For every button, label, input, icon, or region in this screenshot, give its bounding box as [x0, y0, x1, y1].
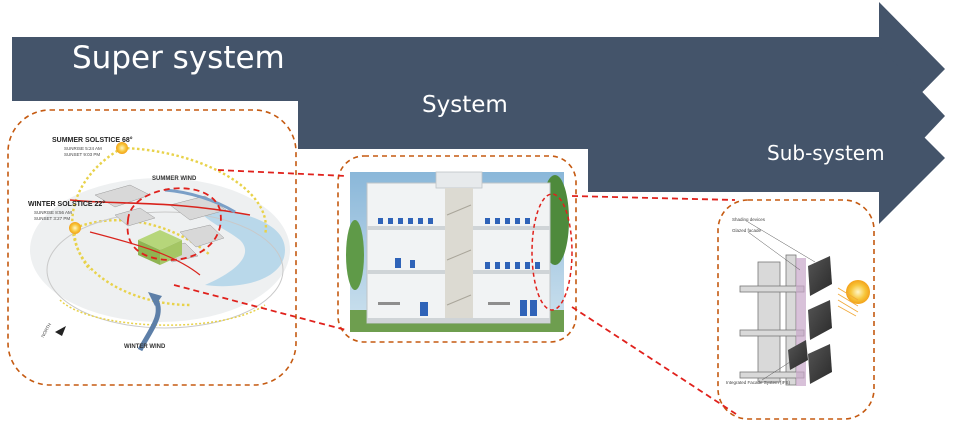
north-arrow-icon [55, 326, 66, 336]
summer-wind-label: SUMMER WIND [152, 176, 197, 182]
system-label: System [422, 92, 508, 118]
winter-sunrise-label: SUNRISE 8:56 AM [34, 210, 72, 215]
shading-devices-label: Shading devices [732, 217, 766, 222]
site-analysis-panel [7, 109, 297, 386]
super-system-label: Super system [72, 40, 285, 76]
glazed-facade-label: Glazed facade [732, 228, 762, 233]
facade-detail-panel [717, 199, 875, 420]
sub-system-arrow [588, 92, 945, 224]
winter-solstice-label: WINTER SOLSTICE 22° [28, 201, 106, 208]
super-system-arrow [12, 2, 945, 136]
winter-sunset-label: SUNSET 3:27 PM [34, 216, 71, 221]
system-arrow [298, 46, 945, 186]
summer-sunrise-label: SUNRISE 5:24 AM [64, 146, 102, 151]
sub-system-label: Sub-system [767, 141, 885, 165]
zoom-connectors [126, 169, 737, 415]
building-section-panel [337, 155, 577, 343]
summer-solstice-label: SUMMER SOLSTICE 68° [52, 137, 133, 144]
integrated-facade-label: Integrated Facade System (IFS) [726, 380, 791, 385]
summer-sunset-label: SUNSET 9:03 PM [64, 152, 101, 157]
winter-wind-label: WINTER WIND [124, 344, 166, 350]
